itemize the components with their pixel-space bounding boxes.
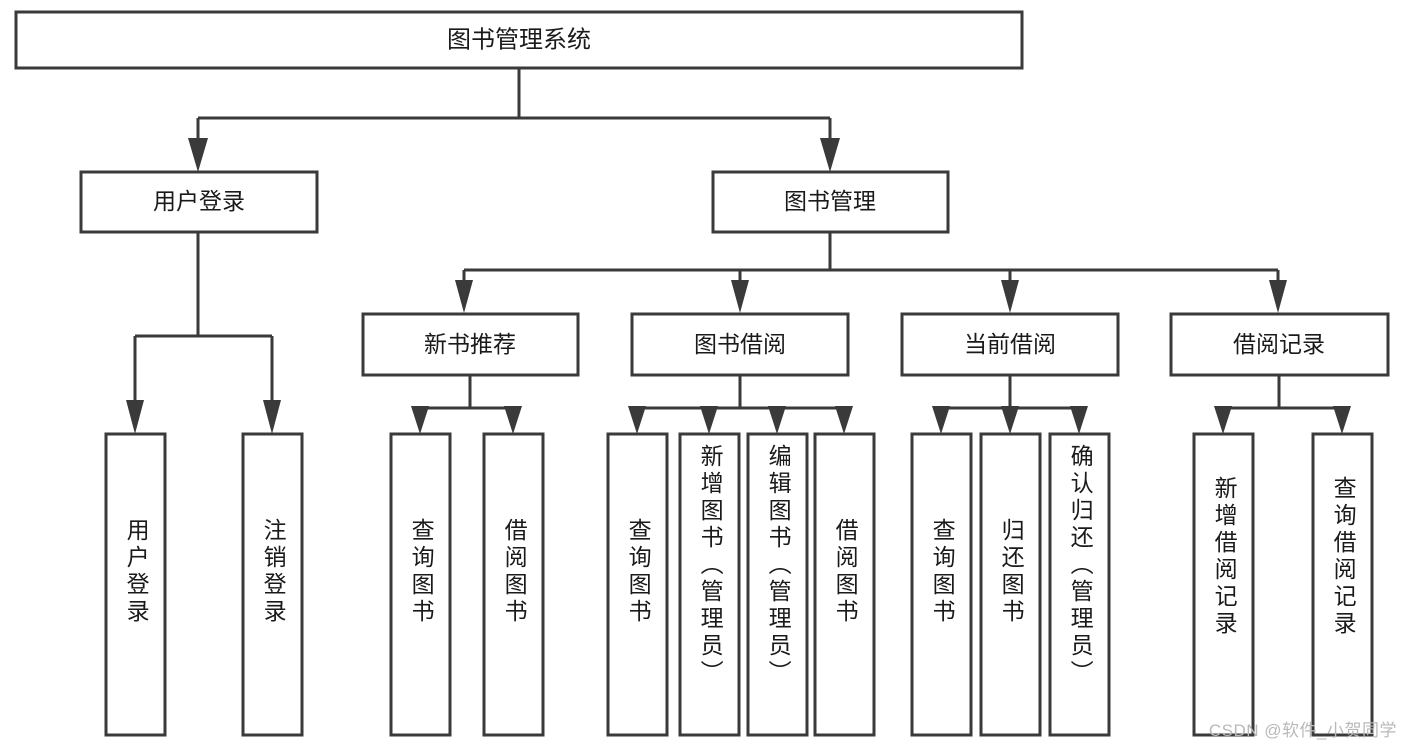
node-book-management-box[interactable] xyxy=(711,170,950,234)
leaf-return-book-box[interactable] xyxy=(979,432,1042,737)
node-user-login[interactable]: 用户登录 xyxy=(79,170,319,234)
arrow-head-leaf-add-record xyxy=(1214,406,1232,434)
node-new-book-recommend[interactable]: 新书推荐 xyxy=(361,312,580,377)
leaf-logout-box[interactable] xyxy=(241,432,304,737)
node-borrow-record-label: 借阅记录 xyxy=(1233,331,1325,357)
leaf-confirm-return-box[interactable] xyxy=(1048,432,1111,737)
leaf-borrow-book-1-box[interactable] xyxy=(482,432,545,737)
arrow-head-leaf-query-book-2 xyxy=(628,406,646,434)
connector-group-book-management xyxy=(455,232,1287,313)
arrow-head-leaf-edit-book xyxy=(768,406,786,434)
arrow-head-leaf-query-record xyxy=(1333,406,1351,434)
node-root[interactable]: 图书管理系统 xyxy=(14,10,1024,70)
node-borrow-record-box[interactable] xyxy=(1169,312,1390,377)
node-root-label: 图书管理系统 xyxy=(447,26,591,53)
leaf-query-book-1-box[interactable] xyxy=(389,432,452,737)
node-book-borrow-box[interactable] xyxy=(630,312,850,377)
arrow-head-user-login xyxy=(188,138,208,172)
node-new-book-recommend-label: 新书推荐 xyxy=(424,331,516,357)
node-current-borrow-box[interactable] xyxy=(900,312,1120,377)
connector-group-new-book-recommend xyxy=(411,375,522,434)
node-user-login-label: 用户登录 xyxy=(153,188,245,214)
arrow-head-leaf-query-book-1 xyxy=(411,406,429,434)
leaf-edit-book-box[interactable] xyxy=(746,432,809,737)
node-new-book-recommend-box[interactable] xyxy=(361,312,580,377)
arrow-head-leaf-add-book xyxy=(700,406,718,434)
leaf-add-record-box[interactable] xyxy=(1192,432,1255,737)
connector-group-user-login xyxy=(126,232,281,434)
node-book-borrow[interactable]: 图书借阅 xyxy=(630,312,850,377)
arrow-head-leaf-query-book-3 xyxy=(932,406,950,434)
arrow-head-leaf-return-book xyxy=(1001,406,1019,434)
connector-group-borrow-record xyxy=(1214,375,1351,434)
leaf-query-book-3-box[interactable] xyxy=(910,432,973,737)
node-user-login-box[interactable] xyxy=(79,170,319,234)
leaf-boxes-group xyxy=(104,432,1374,737)
leaf-query-book-2-box[interactable] xyxy=(606,432,669,737)
leaf-query-record-box[interactable] xyxy=(1311,432,1374,737)
arrow-head-new-book-recommend xyxy=(455,280,473,313)
leaf-borrow-book-2-box[interactable] xyxy=(813,432,876,737)
arrow-head-leaf-confirm-return xyxy=(1070,406,1088,434)
arrow-head-leaf-borrow-book-1 xyxy=(504,406,522,434)
connector-group-current-borrow xyxy=(932,375,1088,434)
node-root-box[interactable] xyxy=(14,10,1024,70)
arrow-head-borrow-record xyxy=(1269,280,1287,313)
leaf-add-book-box[interactable] xyxy=(678,432,741,737)
arrow-head-book-borrow xyxy=(731,280,749,313)
connector-group-root xyxy=(188,68,840,172)
watermark: CSDN @软件_小贺同学 xyxy=(1208,721,1397,740)
node-book-management[interactable]: 图书管理 xyxy=(711,170,950,234)
arrow-head-leaf-borrow-book-2 xyxy=(835,406,853,434)
leaf-user-login-box[interactable] xyxy=(104,432,167,737)
node-book-management-label: 图书管理 xyxy=(784,188,876,214)
arrow-head-book-management xyxy=(820,138,840,172)
node-current-borrow-label: 当前借阅 xyxy=(964,331,1056,357)
node-borrow-record[interactable]: 借阅记录 xyxy=(1169,312,1390,377)
arrow-head-leaf-user-login xyxy=(126,400,144,434)
node-current-borrow[interactable]: 当前借阅 xyxy=(900,312,1120,377)
arrow-head-leaf-logout xyxy=(263,400,281,434)
node-book-borrow-label: 图书借阅 xyxy=(694,331,786,357)
arrow-head-current-borrow xyxy=(1001,280,1019,313)
connector-group-book-borrow xyxy=(628,375,853,434)
